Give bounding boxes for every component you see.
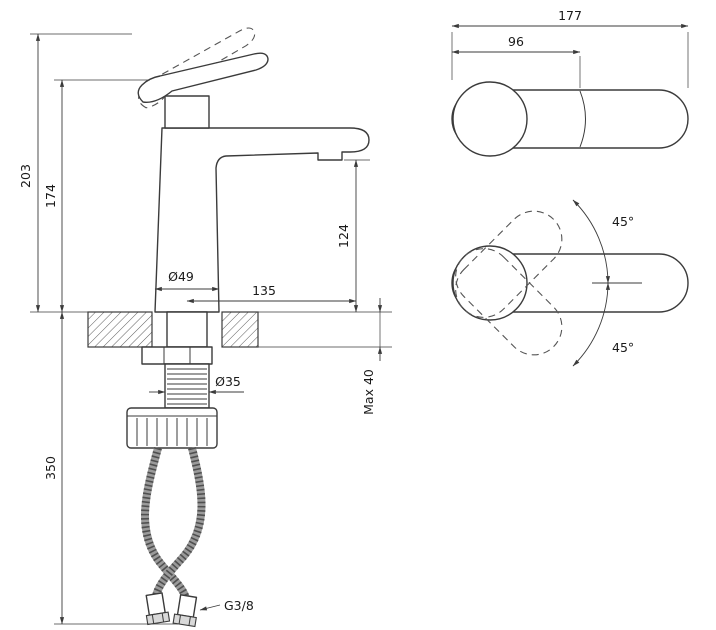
dim-label-g38: G3/8 xyxy=(224,598,254,613)
dim-handle-length: 96 xyxy=(451,34,581,88)
faucet-body-spout xyxy=(154,127,370,313)
callout-hose-thread: G3/8 xyxy=(199,598,254,613)
top-view-plan: 177 96 xyxy=(451,8,689,157)
handle-tip-seam xyxy=(579,90,586,148)
dim-label-350: 350 xyxy=(43,456,58,480)
dim-label-135: 135 xyxy=(252,283,276,298)
deck-section-left xyxy=(87,311,153,348)
dim-label-d49: Ø49 xyxy=(168,269,194,284)
hose-connector-right xyxy=(172,594,198,628)
swing-arc-down xyxy=(572,282,611,367)
dim-label-96: 96 xyxy=(508,34,524,49)
side-view: 203 174 350 124 Ø49 135 xyxy=(18,27,392,628)
swing-arc-up xyxy=(572,199,611,284)
dim-spout-reach: 135 xyxy=(186,283,357,304)
handle-swing-down-dashed xyxy=(455,248,563,356)
ribbed-mounting-nut xyxy=(126,407,218,449)
dim-base-diameter: Ø49 xyxy=(154,269,220,292)
dim-label-d35: Ø35 xyxy=(215,374,241,389)
handle-swing-up-dashed xyxy=(455,210,563,318)
dim-hose-length: 350 xyxy=(43,311,178,625)
faucet-neck xyxy=(164,95,210,129)
deck-section-right xyxy=(221,311,259,348)
threaded-shank xyxy=(164,363,210,409)
dim-max-deck-thickness: Max 40 xyxy=(361,298,383,415)
dim-label-124: 124 xyxy=(336,224,351,248)
flex-hoses xyxy=(140,446,206,600)
dim-shank-diameter: Ø35 xyxy=(149,374,244,395)
handle-pivot xyxy=(452,81,528,157)
shank-through-deck xyxy=(166,311,208,348)
dim-total-height: 203 xyxy=(18,33,132,313)
dim-label-174: 174 xyxy=(43,184,58,208)
handle-pivot-2 xyxy=(452,245,528,321)
dim-label-max40: Max 40 xyxy=(361,369,376,415)
dim-spout-top-height: 174 xyxy=(43,79,150,313)
locknut xyxy=(141,346,213,365)
dim-label-203: 203 xyxy=(18,164,33,188)
dim-total-length: 177 xyxy=(451,8,689,88)
dim-label-45-up: 45° xyxy=(612,214,634,229)
dim-label-177: 177 xyxy=(558,8,582,23)
faucet-handle xyxy=(137,52,269,103)
top-view-handle-swing: 45° 45° xyxy=(451,199,689,367)
dim-outlet-height: 124 xyxy=(336,159,370,313)
dim-label-45-down: 45° xyxy=(612,340,634,355)
hose-connector-left xyxy=(145,592,171,626)
